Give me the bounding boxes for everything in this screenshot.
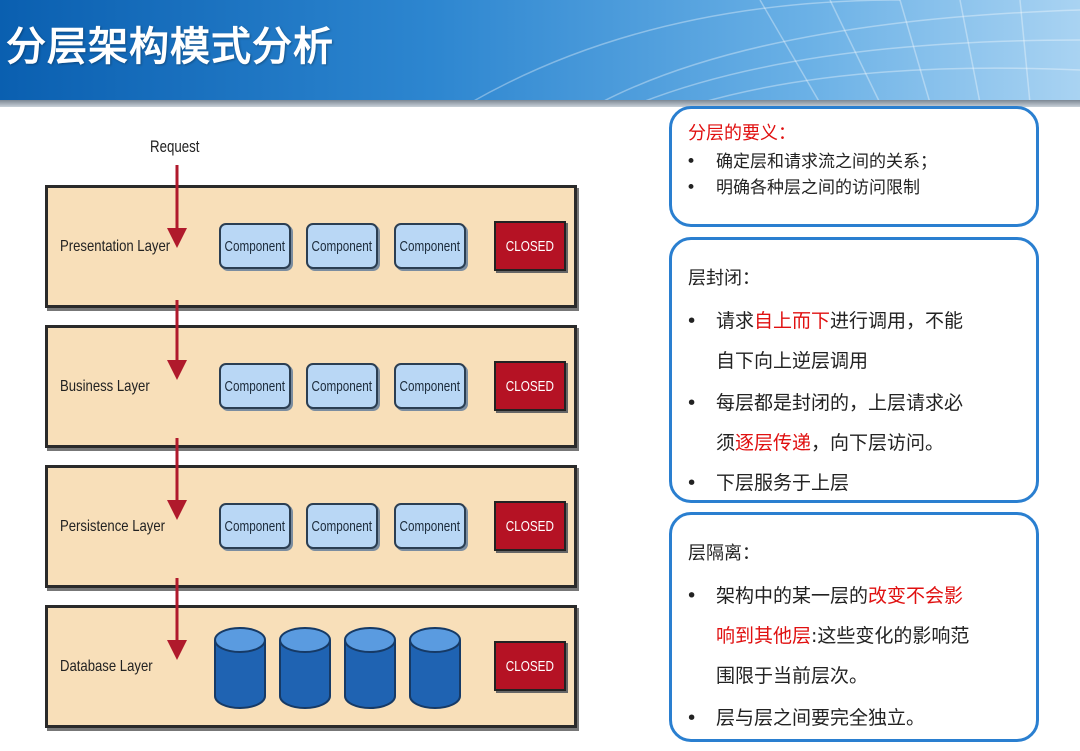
closed-badge: CLOSED <box>494 221 566 271</box>
isolation-title: 层隔离： <box>688 543 760 564</box>
component-label: Component <box>224 517 286 535</box>
layer-business-layer: Business Layer Component Component Componen… <box>45 325 577 448</box>
bullet-dot: • <box>686 310 698 332</box>
component-label: Component <box>399 517 461 535</box>
database-group <box>214 627 461 709</box>
component-label: Component <box>311 377 373 395</box>
requirements-bullet-1: • 确定层和请求流之间的关系； <box>686 147 937 172</box>
bullet-dot: • <box>686 472 698 494</box>
closure-bullet-1: • 请求自上而下进行调用，不能 <box>686 306 963 333</box>
isolation-bullet-1: • 架构中的某一层的改变不会影 <box>686 581 963 608</box>
bullet-dot: • <box>686 585 698 607</box>
database-icon <box>344 627 396 709</box>
layer-label: Database Layer <box>60 657 153 675</box>
highlight-text: 自上而下 <box>754 310 831 332</box>
layer-presentation-layer: Presentation Layer Component Component Comp… <box>45 185 577 308</box>
bullet-text: 明确各种层之间的访问限制 <box>716 178 920 198</box>
closed-label: CLOSED <box>505 237 555 255</box>
bullet-text: 确定层和请求流之间的关系； <box>716 152 937 172</box>
closure-panel: 层封闭： • 请求自上而下进行调用，不能 自下向上逆层调用 • 每层都是封闭的，上层… <box>669 237 1039 503</box>
component-box: Component <box>306 223 378 269</box>
highlight-text: 改变不会影 <box>868 585 964 607</box>
requirements-bullet-2: • 明确各种层之间的访问限制 <box>686 173 920 198</box>
bullet-dot: • <box>686 152 697 172</box>
component-box: Component <box>219 363 291 409</box>
component-label: Component <box>399 377 461 395</box>
isolation-bullet-1-line-2: 响到其他层:这些变化的影响范 <box>716 621 969 648</box>
bullet-text: ，向下层访问。 <box>811 432 945 454</box>
component-box: Component <box>394 223 466 269</box>
bullet-text: 层与层之间要完全独立。 <box>716 707 926 729</box>
closure-bullet-3: • 下层服务于上层 <box>686 468 849 495</box>
requirements-panel: 分层的要义： • 确定层和请求流之间的关系； • 明确各种层之间的访问限制 <box>669 106 1039 227</box>
bullet-text: 进行调用，不能 <box>830 310 964 332</box>
database-icon <box>214 627 266 709</box>
component-box: Component <box>394 363 466 409</box>
database-icon <box>409 627 461 709</box>
component-label: Component <box>399 237 461 255</box>
closed-badge: CLOSED <box>494 501 566 551</box>
bullet-text: 须 <box>716 432 736 454</box>
closure-title: 层封闭： <box>688 268 760 289</box>
requirements-title: 分层的要义： <box>688 123 796 144</box>
closed-badge: CLOSED <box>494 641 566 691</box>
component-label: Component <box>224 377 286 395</box>
closure-bullet-2: • 每层都是封闭的，上层请求必 <box>686 388 963 415</box>
layer-database-layer: Database Layer CLOSED <box>45 605 577 728</box>
bullet-dot: • <box>686 392 698 414</box>
component-label: Component <box>311 237 373 255</box>
highlight-text: 逐层传递 <box>735 432 812 454</box>
bullet-text: 每层都是封闭的，上层请求必 <box>716 392 964 414</box>
closure-bullet-2-line-2: 须逐层传递，向下层访问。 <box>716 428 944 455</box>
layer-persistence-layer: Persistence Layer Component Component Compo… <box>45 465 577 588</box>
component-box: Component <box>219 503 291 549</box>
component-box: Component <box>306 503 378 549</box>
database-icon <box>279 627 331 709</box>
closed-label: CLOSED <box>505 517 555 535</box>
bullet-text: 下层服务于上层 <box>716 472 850 494</box>
closed-badge: CLOSED <box>494 361 566 411</box>
highlight-text: 响到其他层 <box>716 625 812 647</box>
closed-label: CLOSED <box>505 657 555 675</box>
slide-header: 分层架构模式分析 <box>0 0 1080 103</box>
closure-bullet-1-line-2: 自下向上逆层调用 <box>716 350 869 372</box>
header-decoration <box>469 0 1080 103</box>
page-title: 分层架构模式分析 <box>6 24 334 70</box>
isolation-panel: 层隔离： • 架构中的某一层的改变不会影 响到其他层:这些变化的影响范 围限于当前… <box>669 512 1039 742</box>
component-label: Component <box>311 517 373 535</box>
bullet-dot: • <box>686 178 697 198</box>
bullet-text: 请求 <box>716 310 755 332</box>
layer-label: Business Layer <box>60 377 150 395</box>
layer-label: Persistence Layer <box>60 517 166 535</box>
isolation-bullet-1-line-3: 围限于当前层次。 <box>716 665 869 687</box>
component-box: Component <box>219 223 291 269</box>
component-label: Component <box>224 237 286 255</box>
closed-label: CLOSED <box>505 377 555 395</box>
request-label: Request <box>150 137 200 156</box>
header-divider <box>0 100 1080 107</box>
bullet-dot: • <box>686 707 698 729</box>
component-box: Component <box>394 503 466 549</box>
layer-label: Presentation Layer <box>60 237 171 255</box>
bullet-text: :这些变化的影响范 <box>811 625 970 647</box>
component-box: Component <box>306 363 378 409</box>
bullet-text: 架构中的某一层的 <box>716 585 869 607</box>
isolation-bullet-2: • 层与层之间要完全独立。 <box>686 703 925 730</box>
